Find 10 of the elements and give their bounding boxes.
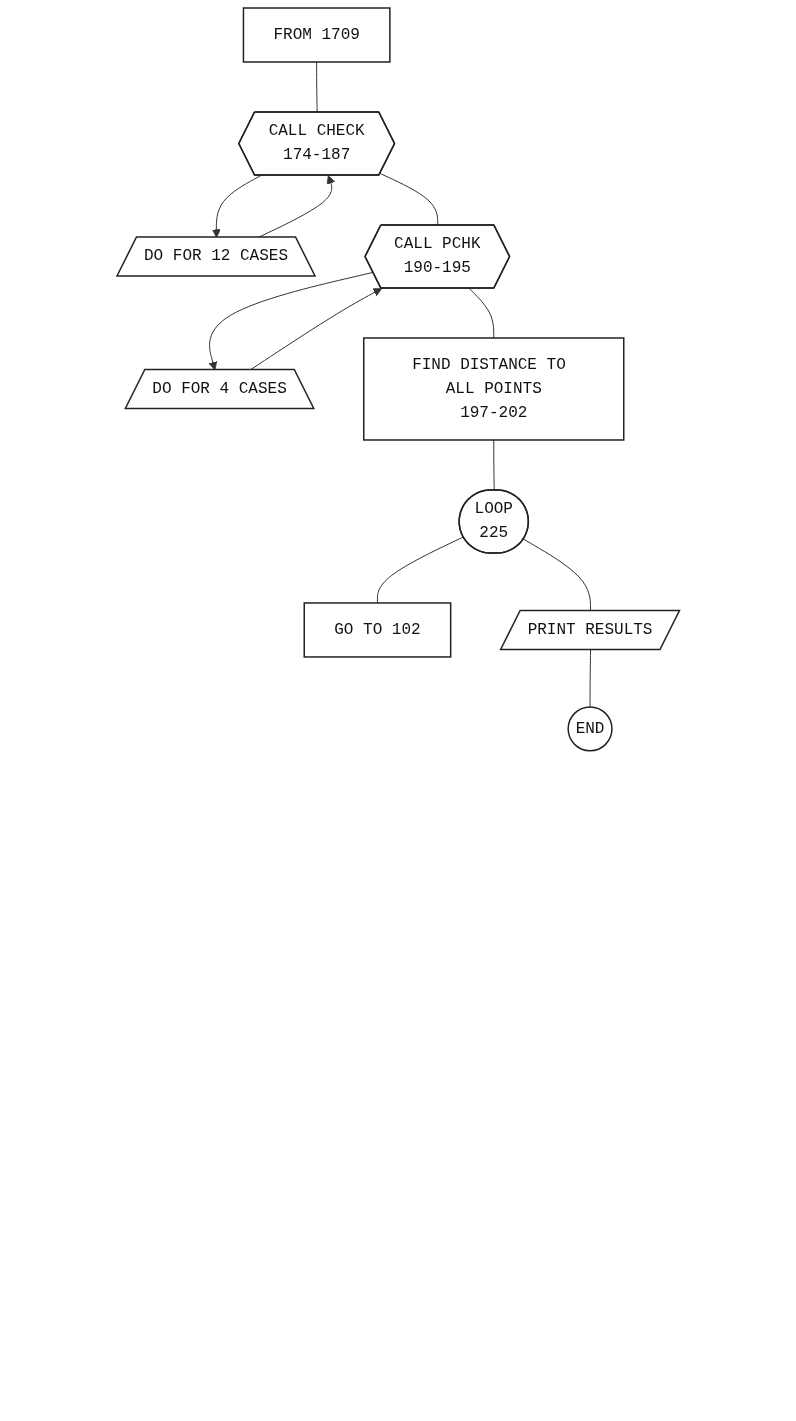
node-circle: END xyxy=(567,706,613,752)
connector xyxy=(493,439,495,491)
node-box: FIND DISTANCE TO ALL POINTS 197-202 xyxy=(362,337,625,441)
connector xyxy=(315,61,318,113)
node-box: FROM 1709 xyxy=(242,7,391,63)
connector xyxy=(376,536,464,604)
node-box: GO TO 102 xyxy=(303,602,452,658)
connector xyxy=(589,649,591,708)
connector xyxy=(379,173,439,226)
connector xyxy=(468,288,494,339)
